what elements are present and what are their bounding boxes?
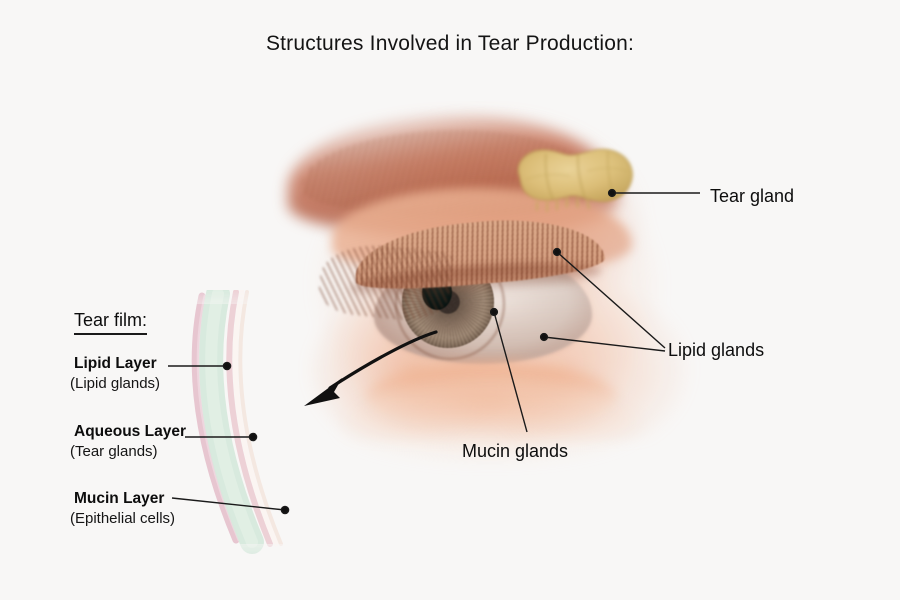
page-title: Structures Involved in Tear Production: [265, 32, 635, 55]
tear-film-layer-aqueous-name: Aqueous Layer [74, 423, 186, 440]
label-lipid-glands: Lipid glands [668, 340, 765, 360]
lacrimal-gland [507, 138, 640, 227]
label-tear-gland: Tear gland [710, 186, 795, 206]
tear-film-layer-lipid-source: (Lipid glands) [70, 375, 161, 392]
tear-film-layer-mucin-source: (Epithelial cells) [70, 510, 176, 527]
eye-illustration [262, 70, 702, 460]
tear-film-layer-lipid-name: Lipid Layer [74, 355, 157, 372]
cheek-skin [340, 388, 640, 460]
tear-film-layer-aqueous-source: (Tear glands) [70, 443, 158, 460]
tear-film-heading: Tear film: [74, 310, 148, 335]
flow-arrow [290, 330, 450, 430]
tear-film-layer-mucin-name: Mucin Layer [74, 490, 165, 507]
label-mucin-glands: Mucin glands [462, 441, 569, 461]
